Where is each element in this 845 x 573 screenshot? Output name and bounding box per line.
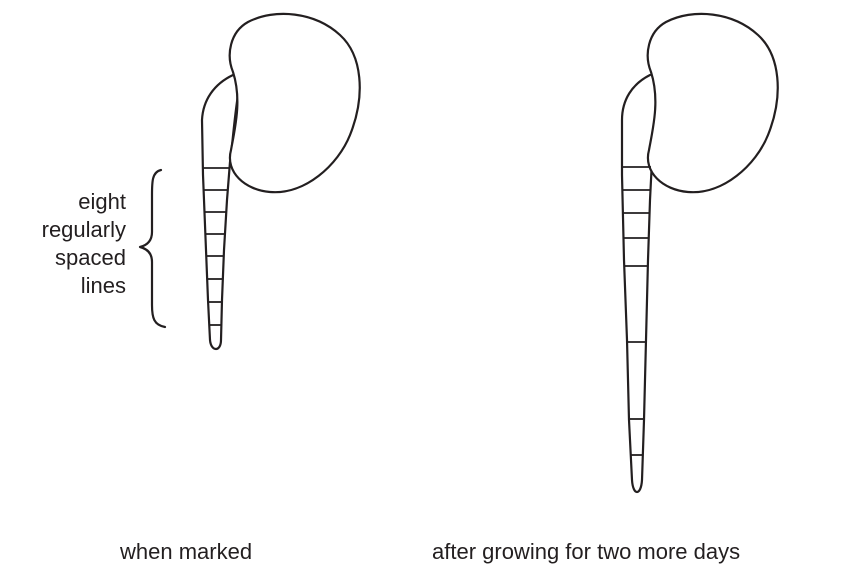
caption-when-marked: when marked xyxy=(120,539,252,565)
seedling-when-marked xyxy=(202,14,360,349)
bracket-label-line-1: eight xyxy=(42,188,126,216)
seed-right xyxy=(648,14,778,192)
curly-bracket xyxy=(140,170,165,327)
caption-after-growing: after growing for two more days xyxy=(432,539,740,565)
seed-left xyxy=(230,14,360,192)
bracket-label-line-3: spaced xyxy=(42,244,126,272)
seedling-after-growing xyxy=(622,14,778,492)
bracket-label: eight regularly spaced lines xyxy=(42,188,126,300)
bracket-label-line-2: regularly xyxy=(42,216,126,244)
bracket-label-line-4: lines xyxy=(42,272,126,300)
